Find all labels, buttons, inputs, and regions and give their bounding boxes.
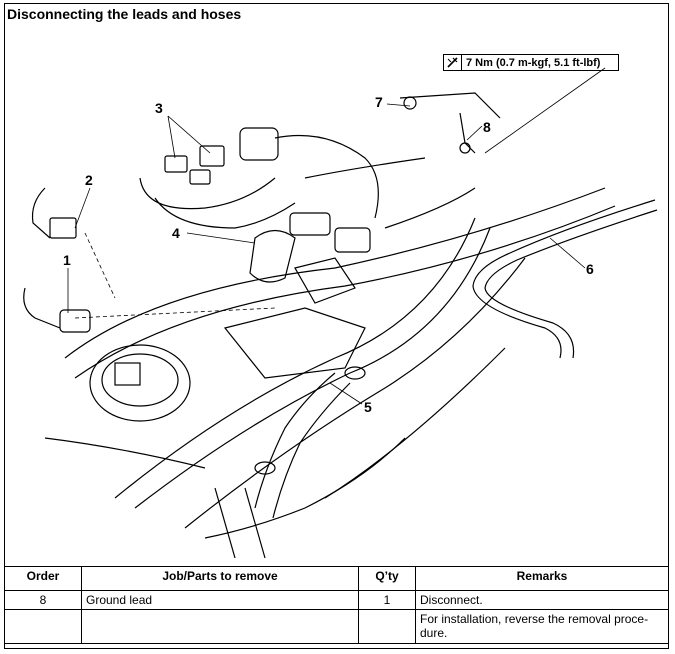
header-qty: Q’ty — [358, 566, 416, 591]
callout-5: 5 — [364, 399, 372, 415]
row-remarks: For installation, reverse the removal pr… — [415, 609, 669, 644]
row-job — [81, 609, 359, 644]
header-remarks: Remarks — [415, 566, 669, 591]
torque-value: 7 Nm (0.7 m-kgf, 5.1 ft-lbf) — [466, 56, 601, 69]
table-header-row: Order Job/Parts to remove Q’ty Remarks — [4, 566, 669, 591]
callout-7: 7 — [375, 94, 383, 110]
row-order: 8 — [4, 590, 82, 610]
callout-3: 3 — [155, 100, 163, 116]
page-frame — [4, 3, 669, 649]
row-order — [4, 609, 82, 644]
callout-2: 2 — [85, 172, 93, 188]
callout-4: 4 — [172, 225, 180, 241]
row-qty — [358, 609, 416, 644]
row-remarks: Disconnect. — [415, 590, 669, 610]
table-row: For installation, reverse the removal pr… — [4, 609, 669, 644]
header-job: Job/Parts to remove — [81, 566, 359, 591]
header-order: Order — [4, 566, 82, 591]
row-job: Ground lead — [81, 590, 359, 610]
exploded-diagram: 1 2 3 4 5 6 7 8 — [23, 67, 658, 559]
callout-8: 8 — [483, 119, 491, 135]
row-qty: 1 — [358, 590, 416, 610]
table-row: 8 Ground lead 1 Disconnect. — [4, 590, 669, 610]
torque-spec-box: 7 Nm (0.7 m-kgf, 5.1 ft-lbf) — [443, 54, 619, 71]
callout-6: 6 — [586, 261, 594, 277]
callout-1: 1 — [63, 252, 71, 268]
parts-table: Order Job/Parts to remove Q’ty Remarks 8… — [4, 566, 669, 644]
wrench-torque-icon — [444, 55, 462, 70]
page-title: Disconnecting the leads and hoses — [7, 6, 242, 22]
